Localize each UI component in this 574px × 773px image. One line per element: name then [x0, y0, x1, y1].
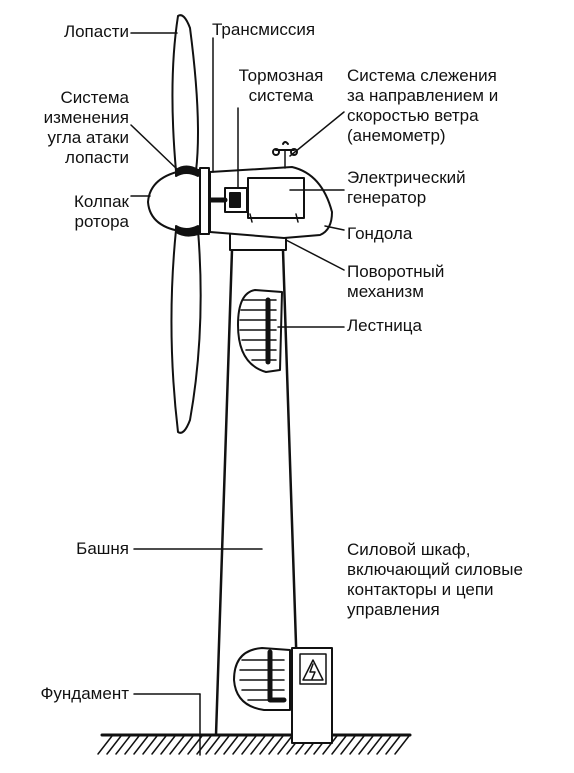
label-generator: Электрический генератор	[347, 168, 466, 208]
ground-hatch-line	[349, 735, 365, 755]
label-tracking-line: (анемометр)	[347, 126, 446, 145]
ground-hatch-line	[259, 735, 275, 755]
label-generator-line: генератор	[347, 188, 427, 207]
label-cabinet: Силовой шкаф, включающий силовые контакт…	[347, 540, 523, 620]
ground-hatch-line	[169, 735, 185, 755]
ground-hatch-line	[205, 735, 221, 755]
label-brake-line: система	[248, 86, 314, 105]
ground-hatch-line	[142, 735, 158, 755]
ground-hatch-line	[214, 735, 230, 755]
ground-hatch-line	[223, 735, 239, 755]
label-tracking: Система слежения за направлением и скоро…	[347, 66, 498, 146]
power-cabinet	[291, 647, 333, 744]
ground	[97, 733, 412, 755]
label-ladder: Лестница	[347, 316, 422, 335]
ground-hatch-line	[232, 735, 248, 755]
label-hub-line: Колпак	[73, 192, 129, 211]
label-brake: Тормозная система	[225, 66, 337, 106]
label-tracking-line: за направлением и	[347, 86, 499, 105]
ground-hatch-line	[250, 735, 266, 755]
ground-hatch-line	[358, 735, 374, 755]
label-pitch-line: угла атаки	[47, 128, 130, 147]
label-tracking-line: Система слежения	[347, 66, 497, 85]
label-generator-line: Электрический	[347, 168, 466, 187]
ground-hatch-line	[277, 735, 293, 755]
ground-hatch-line	[340, 735, 356, 755]
label-cabinet-line: контакторы и цепи	[347, 580, 494, 599]
ground-hatch-line	[115, 735, 131, 755]
nacelle	[207, 166, 333, 239]
anemometer	[272, 141, 298, 169]
ground-hatch-line	[394, 735, 410, 755]
label-cabinet-line: Силовой шкаф,	[347, 540, 471, 559]
label-brake-line: Тормозная	[238, 66, 324, 85]
label-pitch-line: изменения	[43, 108, 129, 127]
label-yaw-line: механизм	[347, 282, 424, 301]
ground-hatch-line	[331, 735, 347, 755]
ground-hatch-line	[322, 735, 338, 755]
ground-hatch-line	[376, 735, 392, 755]
label-tower: Башня	[76, 539, 129, 558]
label-yaw-line: Поворотный	[347, 262, 445, 281]
label-tracking-line: скоростью ветра	[347, 106, 479, 125]
label-yaw: Поворотный механизм	[347, 262, 444, 302]
ground-hatch-line	[178, 735, 194, 755]
ground-hatch-line	[133, 735, 149, 755]
ground-hatch-line	[268, 735, 284, 755]
label-blades: Лопасти	[63, 22, 129, 41]
label-hub: Колпак ротора	[74, 192, 129, 232]
label-pitch-line: Система	[60, 88, 129, 107]
ground-hatch-line	[97, 735, 113, 755]
rotor-hub	[147, 165, 210, 237]
leader-lines	[130, 32, 345, 756]
label-foundation: Фундамент	[40, 684, 129, 703]
ladder-upper	[237, 289, 283, 373]
ladder-lower	[233, 647, 291, 711]
ground-hatch-line	[367, 735, 383, 755]
label-transmission: Трансмиссия	[212, 20, 316, 39]
ground-hatch-line	[124, 735, 140, 755]
ground-hatch-line	[151, 735, 167, 755]
label-pitch-line: лопасти	[64, 148, 129, 167]
label-hub-line: ротора	[74, 212, 130, 231]
ground-hatch-line	[160, 735, 176, 755]
label-pitch: Система изменения угла атаки лопасти	[44, 88, 129, 168]
ground-hatch-line	[241, 735, 257, 755]
ground-hatch-line	[385, 735, 401, 755]
rotor-blades	[170, 14, 202, 434]
label-cabinet-line: включающий силовые	[347, 560, 523, 579]
label-nacelle: Гондола	[347, 224, 413, 243]
label-cabinet-line: управления	[347, 600, 440, 619]
ground-hatch-line	[106, 735, 122, 755]
